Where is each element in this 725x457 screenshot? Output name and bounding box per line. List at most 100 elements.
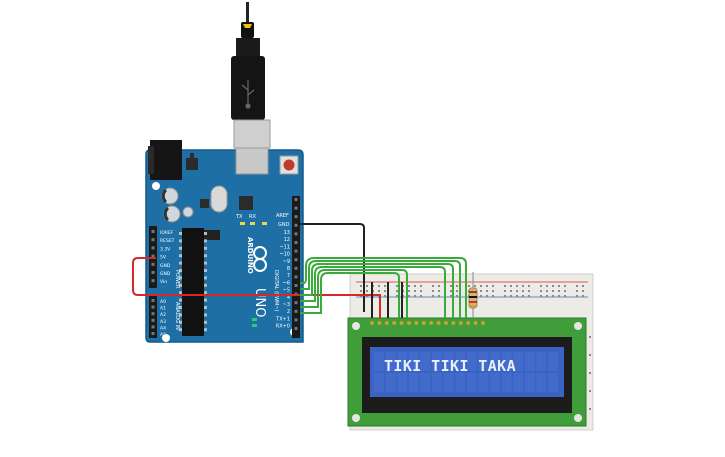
lcd-pin[interactable]: [414, 321, 419, 325]
header-pin[interactable]: [151, 230, 155, 233]
breadboard-hole[interactable]: [546, 285, 548, 287]
lcd-pin[interactable]: [458, 321, 463, 325]
lcd-pin[interactable]: [407, 321, 411, 325]
digital-header-pins[interactable]: [294, 198, 298, 330]
lcd-pin[interactable]: [399, 321, 404, 325]
breadboard-hole[interactable]: [456, 290, 458, 292]
breadboard-hole[interactable]: [396, 285, 398, 287]
resistor[interactable]: [468, 272, 478, 318]
breadboard-hole[interactable]: [420, 290, 422, 292]
breadboard-hole[interactable]: [582, 290, 584, 292]
breadboard-hole[interactable]: [378, 290, 380, 292]
breadboard-hole[interactable]: [589, 354, 591, 356]
breadboard-hole[interactable]: [546, 295, 548, 297]
breadboard-hole[interactable]: [558, 290, 560, 292]
breadboard-hole[interactable]: [564, 295, 566, 297]
lcd-pin[interactable]: [451, 321, 456, 325]
reset-button[interactable]: [283, 159, 295, 171]
header-pin[interactable]: [151, 332, 155, 335]
header-pin[interactable]: [294, 258, 298, 262]
breadboard-hole[interactable]: [564, 285, 566, 287]
breadboard-hole[interactable]: [589, 336, 591, 338]
header-pin[interactable]: [294, 275, 298, 279]
breadboard-hole[interactable]: [558, 285, 560, 287]
header-pin[interactable]: [151, 238, 155, 242]
header-pin[interactable]: [294, 249, 298, 253]
breadboard-hole[interactable]: [396, 290, 398, 292]
breadboard-hole[interactable]: [528, 290, 530, 292]
header-pin[interactable]: [151, 325, 155, 329]
data-wire[interactable]: [300, 263, 454, 318]
breadboard-hole[interactable]: [552, 295, 554, 297]
usb-cable[interactable]: [231, 2, 271, 149]
breadboard-hole[interactable]: [414, 295, 416, 297]
breadboard-hole[interactable]: [522, 285, 524, 287]
header-pin[interactable]: [151, 279, 155, 283]
breadboard-hole[interactable]: [546, 290, 548, 292]
breadboard-hole[interactable]: [528, 285, 530, 287]
lcd-pin[interactable]: [384, 321, 389, 325]
breadboard-hole[interactable]: [456, 285, 458, 287]
ground-wire[interactable]: [300, 223, 365, 312]
breadboard-hole[interactable]: [432, 295, 434, 297]
breadboard-hole[interactable]: [582, 295, 584, 297]
breadboard-hole[interactable]: [384, 285, 386, 287]
breadboard-hole[interactable]: [396, 295, 398, 297]
header-pin[interactable]: [294, 309, 298, 313]
breadboard-hole[interactable]: [420, 295, 422, 297]
lcd-pin[interactable]: [370, 321, 374, 325]
breadboard-hole[interactable]: [414, 285, 416, 287]
breadboard-hole[interactable]: [486, 285, 488, 287]
breadboard-hole[interactable]: [432, 290, 434, 292]
header-pin[interactable]: [151, 246, 155, 250]
wires[interactable]: [132, 223, 467, 318]
data-wire[interactable]: [300, 260, 461, 318]
power-header-pins[interactable]: [151, 230, 155, 283]
breadboard-hole[interactable]: [522, 295, 524, 297]
breadboard-hole[interactable]: [456, 295, 458, 297]
breadboard-hole[interactable]: [360, 290, 362, 292]
header-pin[interactable]: [294, 215, 298, 219]
breadboard-hole[interactable]: [414, 290, 416, 292]
lcd-pin[interactable]: [377, 321, 382, 325]
lcd-16x2-module[interactable]: TIKI TIKI TAKA: [347, 317, 587, 427]
header-pin[interactable]: [151, 271, 155, 274]
breadboard-hole[interactable]: [589, 372, 591, 374]
lcd-pin[interactable]: [473, 321, 478, 325]
header-pin[interactable]: [151, 312, 155, 316]
breadboard-hole[interactable]: [450, 290, 452, 292]
header-pin[interactable]: [151, 318, 155, 322]
breadboard-hole[interactable]: [480, 295, 482, 297]
breadboard-hole[interactable]: [516, 295, 518, 297]
breadboard-hole[interactable]: [552, 290, 554, 292]
breadboard-hole[interactable]: [480, 285, 482, 287]
lcd-pin[interactable]: [429, 321, 434, 325]
header-pin[interactable]: [294, 232, 298, 236]
breadboard-hole[interactable]: [516, 285, 518, 287]
breadboard-hole[interactable]: [438, 290, 440, 292]
breadboard-hole[interactable]: [408, 285, 410, 287]
header-pin[interactable]: [294, 206, 298, 210]
breadboard-hole[interactable]: [438, 295, 440, 297]
power-wire[interactable]: [132, 257, 381, 318]
breadboard-hole[interactable]: [360, 285, 362, 287]
header-pin[interactable]: [294, 301, 298, 305]
breadboard-hole[interactable]: [408, 295, 410, 297]
breadboard-hole[interactable]: [474, 285, 476, 287]
breadboard-hole[interactable]: [558, 295, 560, 297]
lcd-pin[interactable]: [421, 321, 426, 325]
header-pin[interactable]: [294, 284, 298, 287]
breadboard-hole[interactable]: [589, 408, 591, 410]
breadboard-hole[interactable]: [510, 295, 512, 297]
breadboard-hole[interactable]: [366, 290, 368, 292]
lcd-pin-header[interactable]: [370, 321, 485, 325]
header-pin[interactable]: [151, 262, 155, 266]
breadboard-hole[interactable]: [576, 285, 578, 287]
header-pin[interactable]: [294, 241, 298, 244]
breadboard-hole[interactable]: [486, 290, 488, 292]
data-wire[interactable]: [300, 269, 408, 318]
breadboard-hole[interactable]: [384, 295, 386, 297]
breadboard-hole[interactable]: [432, 285, 434, 287]
breadboard-hole[interactable]: [528, 295, 530, 297]
